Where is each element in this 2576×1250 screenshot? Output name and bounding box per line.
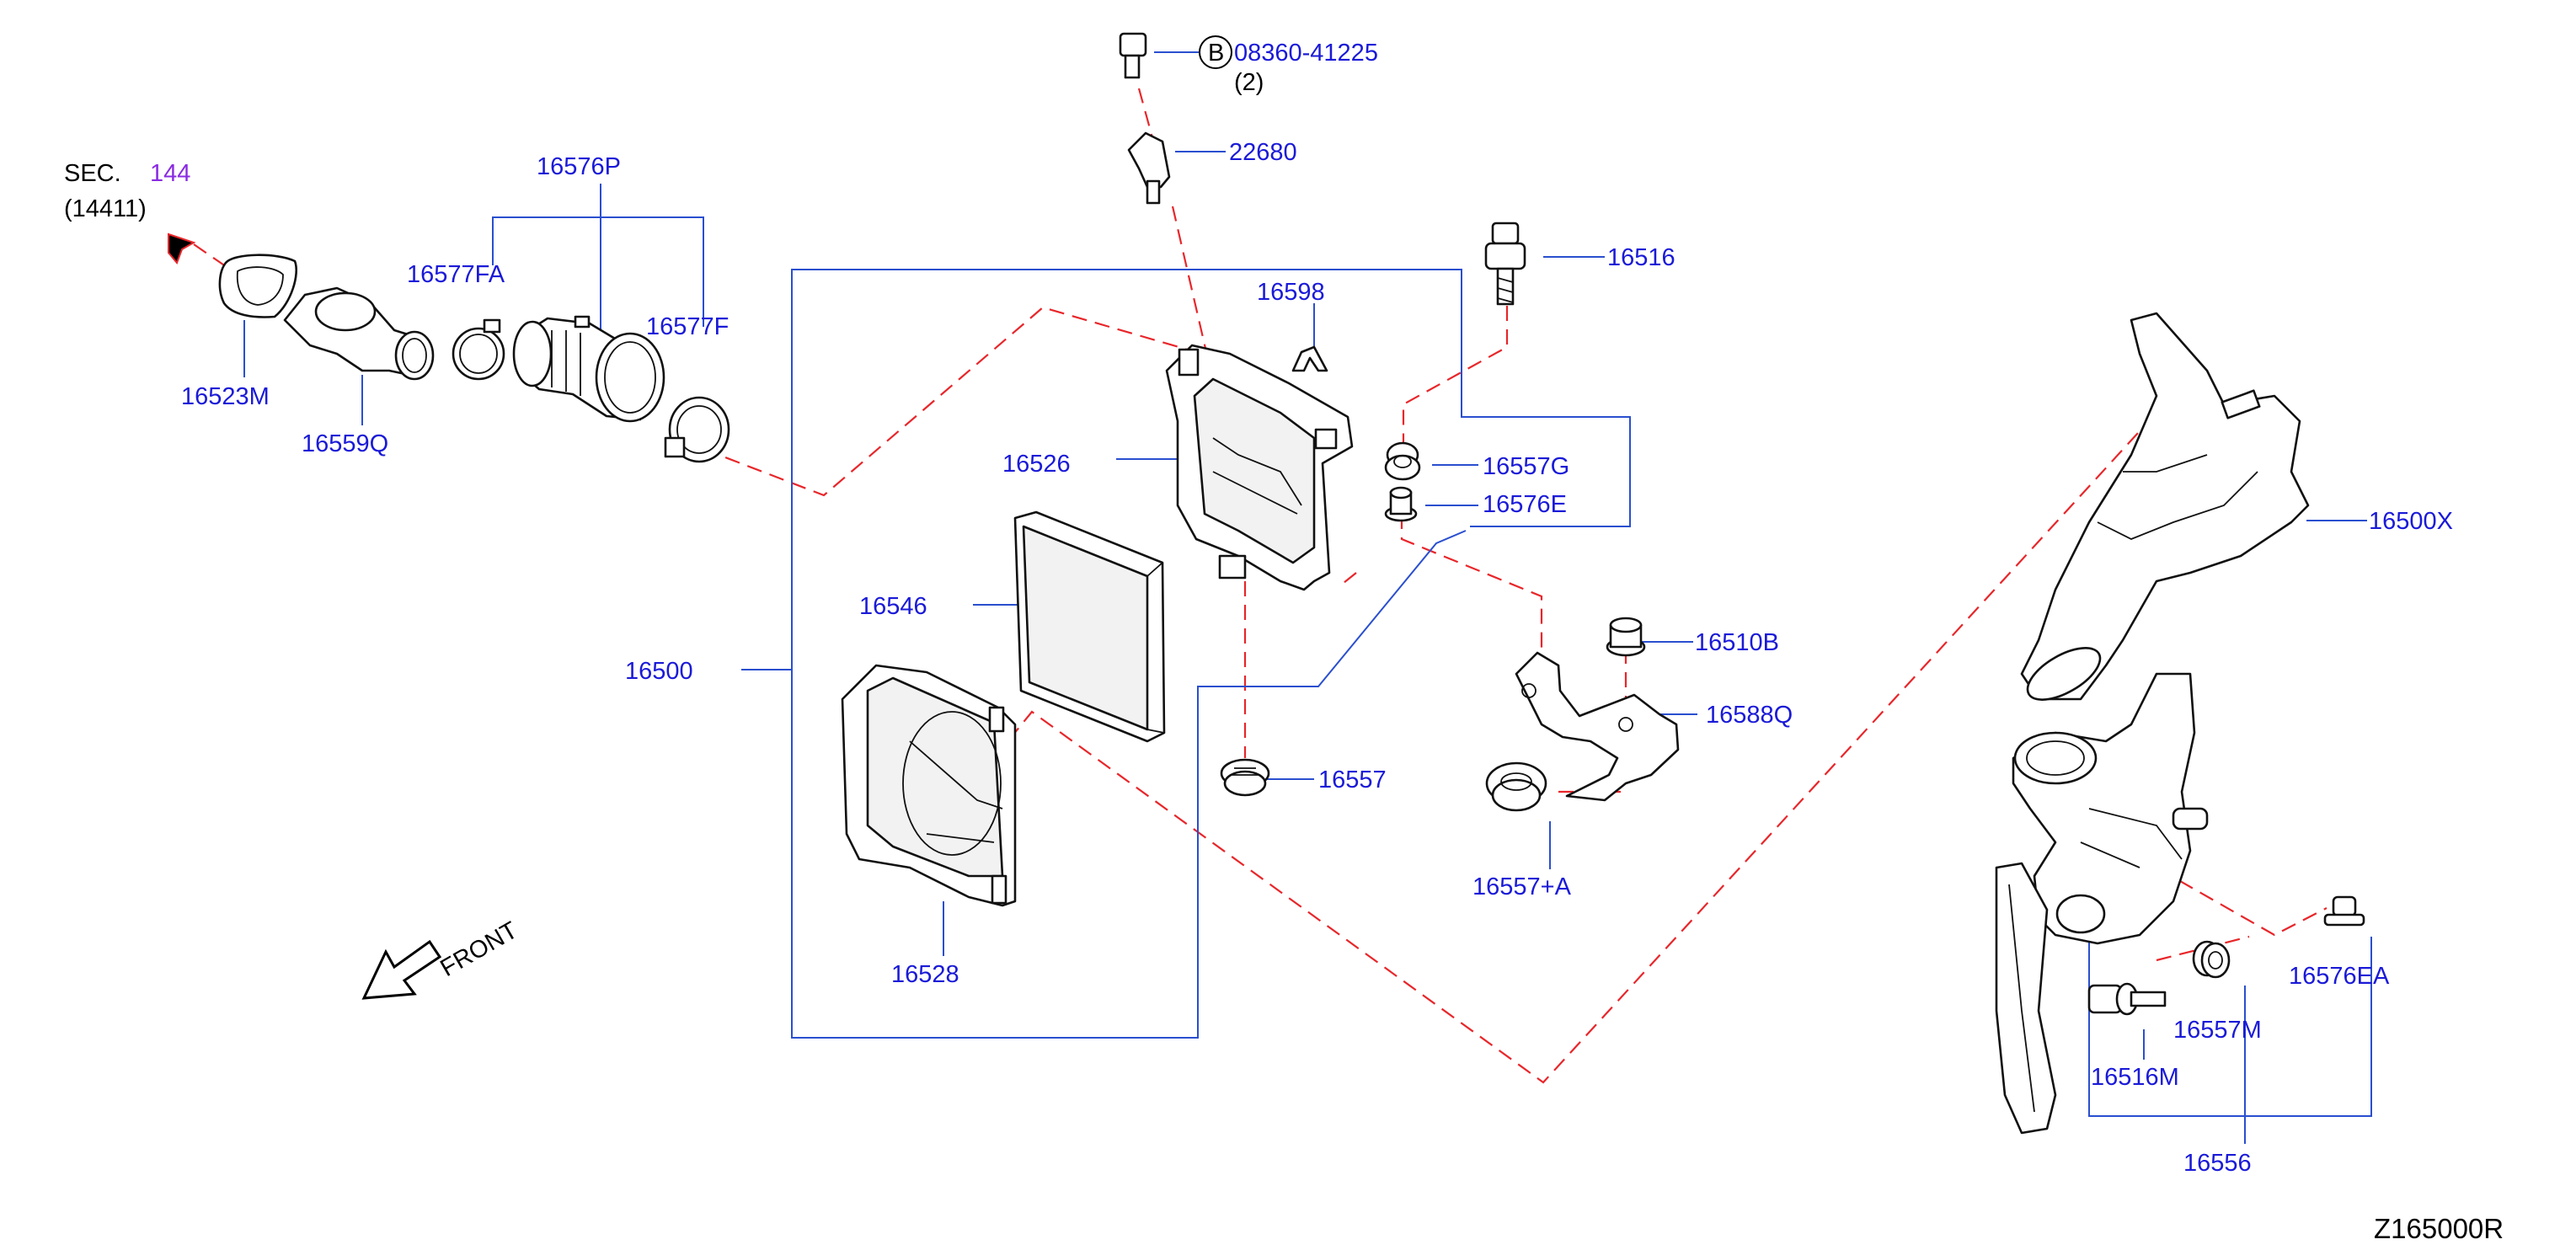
clip-16598-shape xyxy=(1291,345,1328,372)
leader-lines xyxy=(243,51,2372,1144)
sensor-22680-shape xyxy=(1127,131,1171,205)
air-cleaner-upper-16526-shape xyxy=(1165,344,1354,591)
grommet-16557g-shape xyxy=(1384,441,1421,481)
front-label: FRONT xyxy=(436,916,523,982)
part-16576p[interactable]: 16576P xyxy=(537,153,621,180)
intake-hose-16576p-shape xyxy=(512,315,665,423)
part-16577f[interactable]: 16577F xyxy=(646,313,729,340)
part-16556[interactable]: 16556 xyxy=(2183,1150,2252,1177)
part-16510b[interactable]: 16510B xyxy=(1695,629,1779,656)
front-arrow-icon xyxy=(361,939,442,1000)
bolt-16516-shape xyxy=(1484,222,1526,306)
grommet-16557m-shape xyxy=(2192,940,2231,979)
grommet-16557-shape xyxy=(1220,758,1270,797)
part-08360-41225[interactable]: 08360-41225 xyxy=(1234,40,1378,67)
part-16559q[interactable]: 16559Q xyxy=(302,430,388,457)
part-16588q[interactable]: 16588Q xyxy=(1706,702,1793,729)
resonator-16556-shape xyxy=(1995,672,2209,1135)
part-16546[interactable]: 16546 xyxy=(859,593,927,620)
air-duct-16559q-shape xyxy=(283,286,435,381)
part-16598[interactable]: 16598 xyxy=(1257,279,1325,306)
air-duct-16500x-shape xyxy=(2020,312,2310,701)
air-cleaner-lower-16528-shape xyxy=(841,664,1017,907)
bolt-08360-shape xyxy=(1119,32,1147,79)
gasket-16523m-shape xyxy=(218,254,297,318)
part-16516m[interactable]: 16516M xyxy=(2091,1064,2179,1091)
part-16526[interactable]: 16526 xyxy=(1002,451,1071,478)
part-16500[interactable]: 16500 xyxy=(625,658,693,685)
section-prefix-label: SEC. xyxy=(64,160,121,187)
part-16576e[interactable]: 16576E xyxy=(1483,491,1567,518)
filter-element-16546-shape xyxy=(1013,510,1166,743)
clamp-16577f-shape xyxy=(664,396,730,463)
part-16557m[interactable]: 16557M xyxy=(2173,1017,2262,1044)
bolt-qty-label: (2) xyxy=(1234,69,1264,96)
part-16557g[interactable]: 16557G xyxy=(1483,453,1569,480)
grommet-16557a-shape xyxy=(1485,761,1547,812)
section-sub-label: (14411) xyxy=(64,195,147,222)
bracket-16588q-shape xyxy=(1515,651,1680,802)
clip-16576ea-shape xyxy=(2323,895,2365,927)
part-16528[interactable]: 16528 xyxy=(891,961,959,988)
part-16557-a[interactable]: 16557+A xyxy=(1472,873,1572,900)
part-16516[interactable]: 16516 xyxy=(1607,244,1675,271)
clamp-16577fa-shape xyxy=(452,318,505,381)
labels: SEC. 144 (14411) B 08360-41225 (2) 16576… xyxy=(64,40,2504,1244)
diagram-code: Z165000R xyxy=(2374,1213,2504,1244)
nut-16510b-shape xyxy=(1606,617,1646,657)
circle-b-letter: B xyxy=(1208,40,1224,67)
collar-16576e-shape xyxy=(1384,486,1418,522)
bolt-16516m-shape xyxy=(2087,982,2167,1016)
part-16577fa[interactable]: 16577FA xyxy=(407,261,505,288)
circle-b-icon xyxy=(1199,35,1232,69)
part-16523m[interactable]: 16523M xyxy=(181,383,270,410)
section-number-link[interactable]: 144 xyxy=(150,160,190,187)
part-16557[interactable]: 16557 xyxy=(1318,767,1387,793)
part-16500x[interactable]: 16500X xyxy=(2369,508,2453,535)
part-16576ea[interactable]: 16576EA xyxy=(2289,963,2390,990)
section-arrow-icon xyxy=(168,232,196,264)
part-22680[interactable]: 22680 xyxy=(1229,139,1297,166)
